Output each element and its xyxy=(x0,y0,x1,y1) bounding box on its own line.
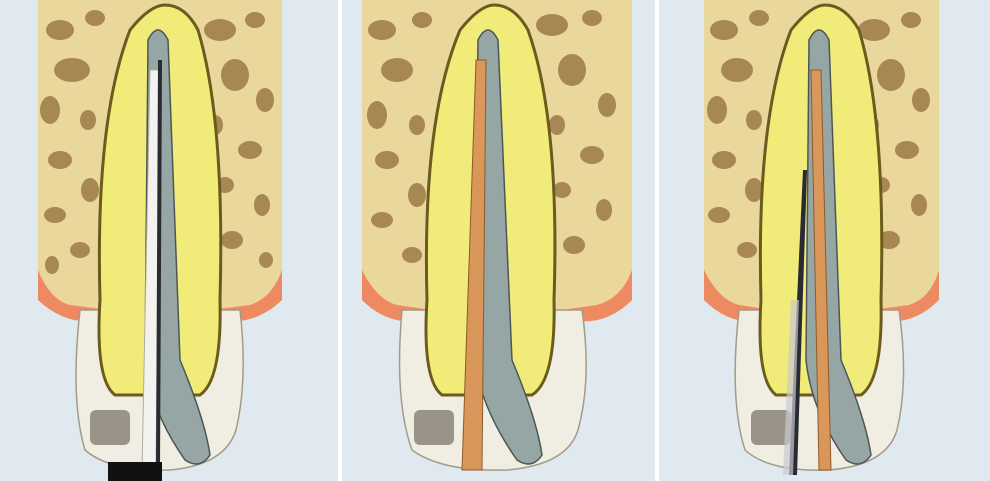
tooth-illustration-1 xyxy=(0,0,338,481)
tooth-illustration-2 xyxy=(342,0,655,481)
spreader-handle xyxy=(108,462,162,481)
tooth-illustration-3 xyxy=(659,0,990,481)
tooth-diagram-panel-1 xyxy=(0,0,338,481)
tooth-diagram-panel-3 xyxy=(659,0,990,481)
tooth-diagram-panel-2 xyxy=(342,0,655,481)
access-cavity xyxy=(414,410,454,445)
access-cavity xyxy=(90,410,130,445)
